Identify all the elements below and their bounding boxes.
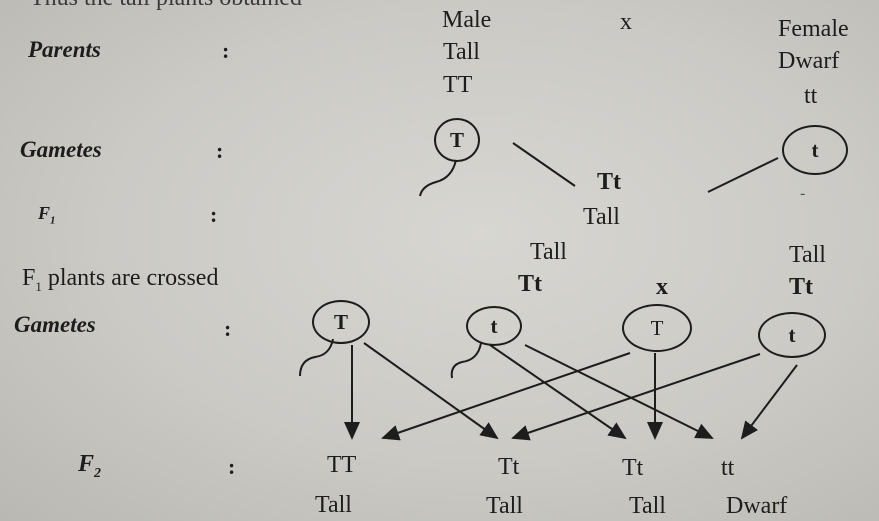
top-cutoff-text: Thus the tall plants obtained bbox=[30, 0, 302, 10]
sperm-tail-1 bbox=[419, 159, 457, 197]
f1-genotype: Tt bbox=[597, 169, 621, 195]
f2-genotype-4: tt bbox=[721, 455, 735, 481]
sperm-tail-2 bbox=[299, 338, 334, 377]
male-label: Male bbox=[442, 7, 492, 33]
line-male-to-f1 bbox=[512, 142, 576, 187]
gametes-colon-1: : bbox=[216, 138, 224, 163]
f1-right-phenotype: Tall bbox=[789, 242, 826, 268]
f1-gamete-T-1: T bbox=[312, 300, 370, 344]
f1-label-sub: 1 bbox=[50, 214, 56, 227]
male-genotype: TT bbox=[443, 72, 473, 98]
female-gamete-t: t bbox=[782, 125, 848, 175]
cross-symbol-2: x bbox=[656, 274, 668, 300]
f2-label: F2 bbox=[78, 452, 101, 481]
f2-genotype-1: TT bbox=[327, 452, 357, 478]
f1-gamete-t-2: t bbox=[758, 312, 826, 358]
sperm-tail-3 bbox=[450, 342, 482, 379]
female-label: Female bbox=[778, 16, 849, 42]
f1-right-genotype: Tt bbox=[789, 274, 813, 300]
f1-cross-caption: F1 plants are crossed bbox=[22, 266, 218, 293]
f2-phenotype-3: Tall bbox=[629, 493, 666, 519]
male-phenotype: Tall bbox=[443, 39, 480, 65]
gametes-label-1: Gametes bbox=[20, 137, 102, 162]
f1-caption-sub: 1 bbox=[35, 278, 42, 294]
f1-colon: : bbox=[210, 202, 218, 227]
f2-label-letter: F bbox=[78, 451, 95, 477]
f2-genotype-3: Tt bbox=[622, 455, 644, 481]
f1-label-letter: F bbox=[38, 203, 51, 223]
gametes-colon-2: : bbox=[224, 316, 232, 341]
line-female-to-f1 bbox=[707, 157, 779, 193]
f1-label: F1 bbox=[38, 204, 56, 227]
f2-colon: : bbox=[228, 454, 236, 479]
f2-genotype-2: Tt bbox=[498, 454, 520, 480]
f1-gamete-T-2: T bbox=[622, 304, 692, 352]
f1-dash: - bbox=[800, 185, 806, 202]
f2-phenotype-1: Tall bbox=[315, 492, 352, 518]
f2-label-sub: 2 bbox=[94, 465, 102, 481]
male-gamete-T: T bbox=[434, 118, 480, 162]
f1-caption-rest: plants are crossed bbox=[41, 265, 219, 291]
f2-phenotype-4: Dwarf bbox=[726, 493, 788, 519]
parents-colon: : bbox=[222, 38, 230, 63]
f1-left-genotype: Tt bbox=[518, 271, 542, 297]
female-genotype: tt bbox=[804, 83, 818, 109]
female-phenotype: Dwarf bbox=[778, 48, 840, 74]
cross-symbol-1: x bbox=[620, 9, 632, 35]
gametes-label-2: Gametes bbox=[14, 312, 96, 337]
f1-caption-letter: F bbox=[22, 265, 36, 291]
parents-label: Parents bbox=[28, 37, 101, 62]
f2-phenotype-2: Tall bbox=[486, 493, 523, 519]
f1-left-phenotype: Tall bbox=[530, 239, 567, 265]
f1-phenotype: Tall bbox=[583, 204, 620, 230]
f1-gamete-t-1: t bbox=[466, 306, 522, 346]
